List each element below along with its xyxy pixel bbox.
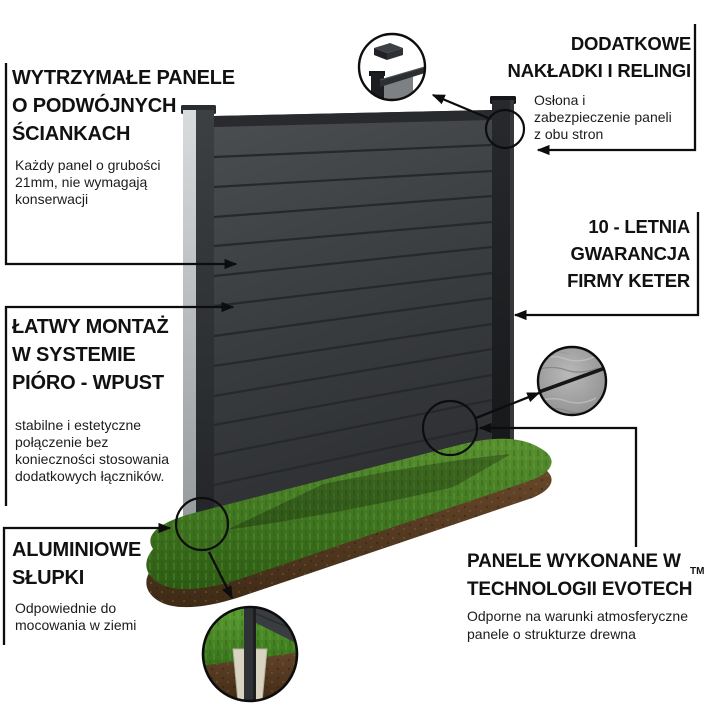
evotech-body: Odporne na warunki atmosferyczne panele …: [467, 608, 688, 642]
arrow-easy-assembly: [4, 301, 235, 506]
zoom-ring-post-top: [484, 108, 526, 150]
arrow-to-wood-detail: [475, 391, 541, 420]
grass-base: [146, 438, 552, 608]
cap-and-rail-detail-callout: [357, 32, 427, 102]
right-post: [490, 96, 516, 456]
evotech-trademark: TM: [690, 566, 705, 577]
arrow-to-foundation-detail: [207, 551, 234, 600]
left-post: [181, 105, 216, 520]
fence-panel: [213, 110, 493, 515]
post-foundation-detail-callout: [201, 605, 299, 703]
arrow-aluminum-posts: [2, 522, 172, 645]
arrow-to-cap-detail: [431, 93, 489, 120]
aluminum-posts-heading: ALUMINIOWE SŁUPKI: [12, 539, 142, 589]
evotech-heading: PANELE WYKONANE W TECHNOLOGII EVOTECH: [467, 551, 693, 600]
panel-grooves: [213, 143, 493, 487]
addons-heading: DODATKOWE NAKŁADKI I RELINGI: [507, 33, 692, 81]
connector-warranty-arrow: [513, 212, 700, 321]
easy-assembly-body: stabilne i estetyczne połączenie bez kon…: [15, 417, 170, 484]
wood-texture-detail-callout: [536, 345, 608, 417]
connector-addons-arrow: [536, 24, 697, 156]
easy-assembly-heading: ŁATWY MONTAŻ W SYSTEMIE PIÓRO - WPUST: [12, 316, 169, 394]
addons-body: Osłona i zabezpieczenie paneli z obu str…: [534, 92, 672, 142]
zoom-ring-post-base: [174, 496, 230, 552]
connector-evotech-arrow: [478, 422, 638, 547]
zoom-ring-panel: [421, 399, 479, 457]
fence: [181, 96, 516, 520]
arrow-durable-panels: [4, 63, 238, 270]
durable-panels-heading: WYTRZYMAŁE PANELE O PODWÓJNYCH ŚCIANKACH: [12, 67, 235, 145]
aluminum-posts-body: Odpowiednie do mocowania w ziemi: [15, 600, 137, 633]
warranty-heading: 10 - LETNIA GWARANCJA FIRMY KETER: [567, 216, 690, 291]
durable-panels-body: Każdy panel o grubości 21mm, nie wymagaj…: [15, 157, 161, 207]
